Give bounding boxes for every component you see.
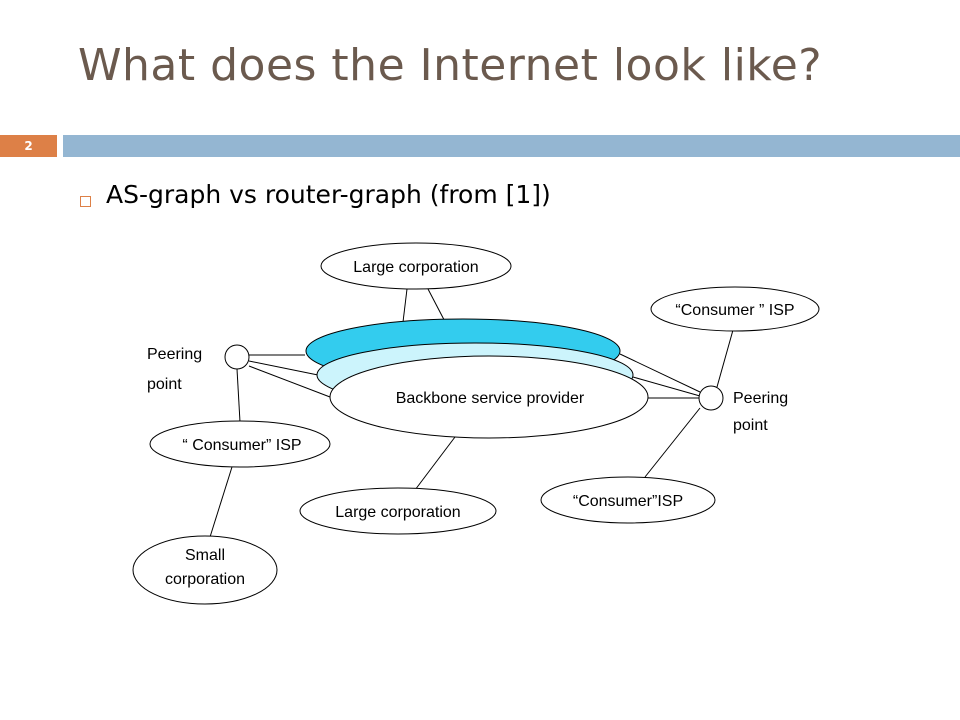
backbone-label: Backbone service provider bbox=[396, 390, 585, 407]
edge-backbone-large-corp-bottom bbox=[414, 436, 456, 491]
edge-peer-right-layer2 bbox=[632, 376, 701, 397]
peering-point-right-label-line2: point bbox=[733, 417, 768, 434]
edge-consumer-top-right-peer bbox=[716, 329, 734, 388]
large-corporation-bottom-node bbox=[299, 487, 497, 535]
edge-large-corp-top-left bbox=[402, 288, 408, 323]
peering-point-left-label-line1: Peering bbox=[147, 346, 202, 363]
peering-point-right-label-line1: Peering bbox=[733, 390, 788, 407]
large-corporation-top-label: Large corporation bbox=[353, 259, 478, 276]
peering-point-left-label-line2: point bbox=[147, 376, 182, 393]
consumer-isp-bottom-right-node bbox=[540, 476, 716, 524]
small-corporation-label-line1: Small bbox=[185, 547, 225, 564]
edge-consumer-small-corp bbox=[209, 466, 233, 538]
consumer-isp-top-right-label: “Consumer ” ISP bbox=[675, 302, 794, 319]
small-corporation-label-line2: corporation bbox=[165, 571, 245, 588]
title-divider-bar bbox=[63, 135, 960, 157]
slide-title: What does the Internet look like? bbox=[78, 40, 823, 91]
bullet-text: AS-graph vs router-graph (from [1]) bbox=[106, 180, 551, 209]
large-corporation-bottom-label: Large corporation bbox=[335, 504, 460, 521]
peering-point-right-node bbox=[698, 385, 724, 411]
consumer-isp-bottom-right-label: “Consumer”ISP bbox=[573, 493, 683, 510]
large-corporation-top-node bbox=[320, 242, 512, 290]
peering-point-left-node bbox=[224, 344, 250, 370]
edge-peer-right-layer1 bbox=[619, 353, 701, 393]
edge-peer-left-layer2 bbox=[248, 360, 319, 376]
edge-peer-left-consumer bbox=[236, 368, 241, 423]
backbone-ellipse bbox=[329, 355, 649, 439]
consumer-isp-left-node bbox=[149, 420, 331, 468]
slide-number: 2 bbox=[0, 135, 57, 157]
consumer-isp-left-label: “ Consumer” ISP bbox=[182, 437, 301, 454]
consumer-isp-top-right-node bbox=[650, 286, 820, 332]
edge-peer-right-consumer-bottom bbox=[644, 407, 701, 478]
bullet-square-icon bbox=[80, 196, 91, 207]
edge-peer-left-layer3 bbox=[248, 365, 331, 398]
small-corporation-node bbox=[132, 535, 278, 605]
